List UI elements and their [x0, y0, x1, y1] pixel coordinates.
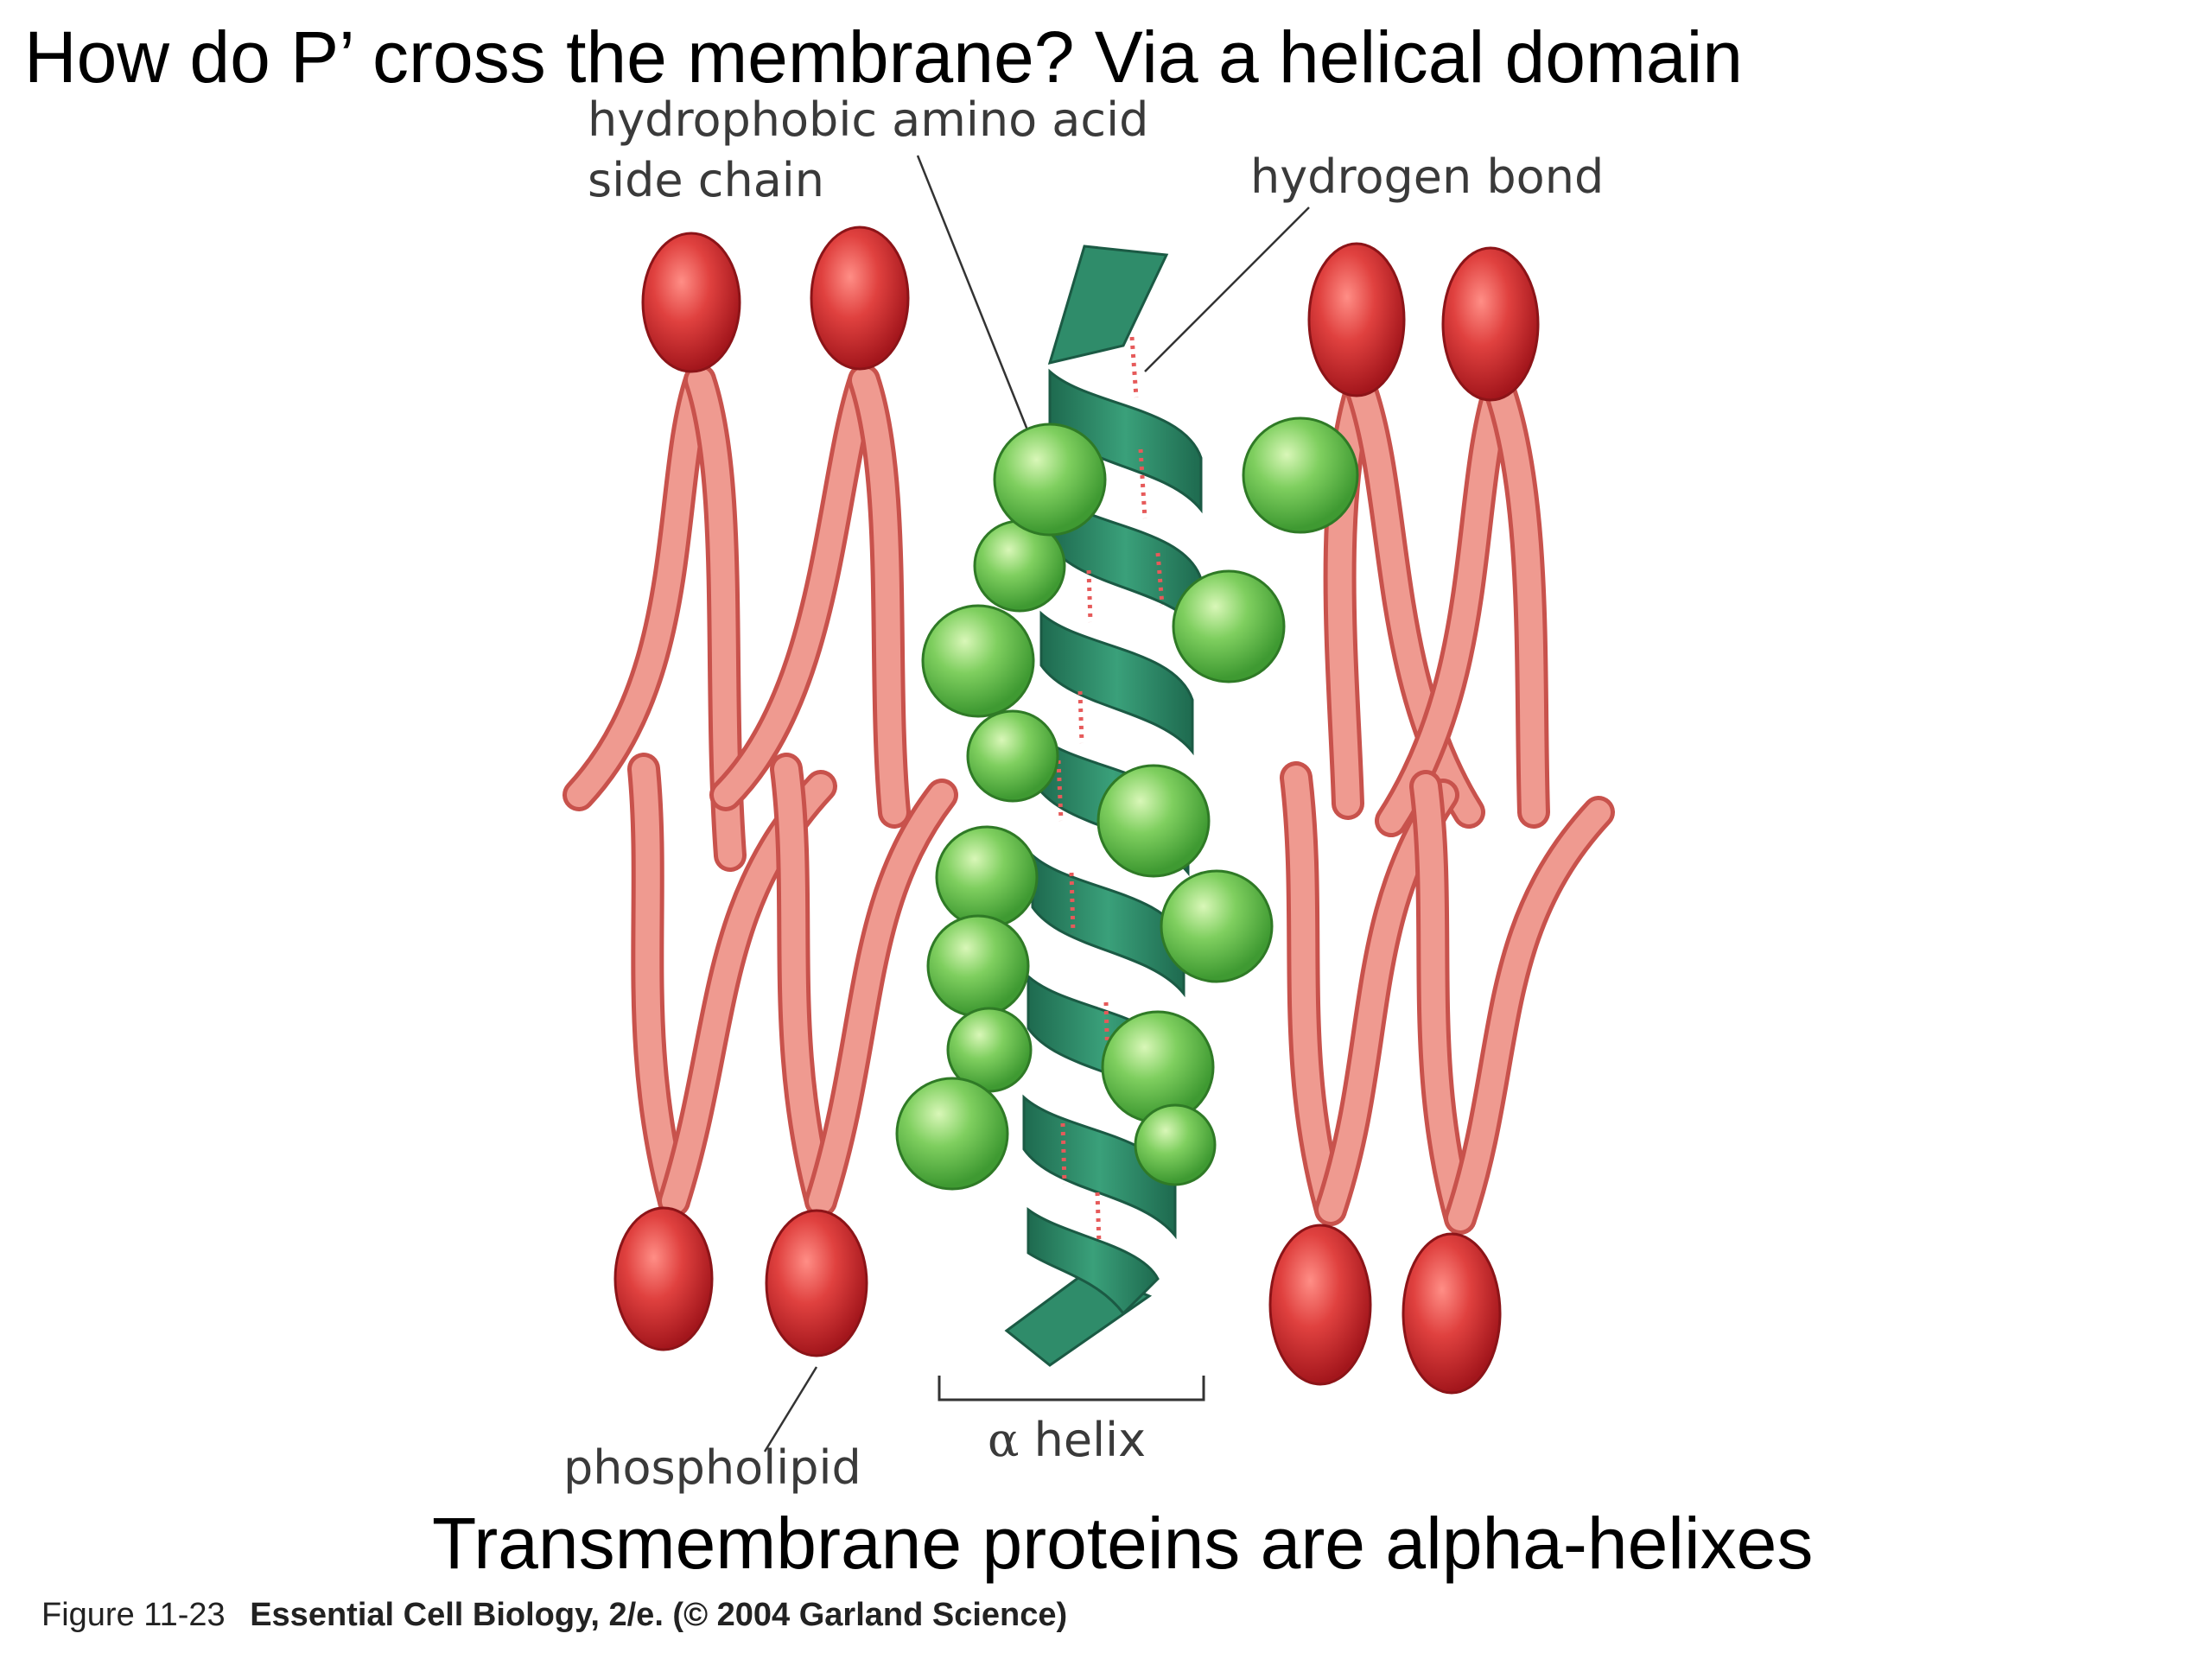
side-chain-sphere [1096, 764, 1211, 878]
side-chain-sphere [1160, 869, 1274, 983]
alpha-helix-bracket [938, 1376, 1205, 1402]
helix-top-end [1047, 245, 1169, 365]
figure-reference: Essential Cell Biology, 2/e. (© 2004 Gar… [250, 1597, 1068, 1633]
figure-number: Figure 11-23 [41, 1597, 226, 1633]
side-chain-sphere [935, 825, 1039, 929]
side-chain-sphere [1134, 1103, 1217, 1186]
label-hydrophobic-side-chain: hydrophobic amino acid side chain [588, 90, 1148, 211]
leader-hydrophobic [916, 155, 1030, 433]
slide-title: How do P’ cross the membrane? Via a heli… [24, 16, 1744, 98]
phospholipid-head [1441, 246, 1540, 402]
alpha-symbol: α [988, 1413, 1020, 1467]
alpha-word: helix [1033, 1413, 1147, 1467]
phospholipids-right [1268, 242, 1615, 1395]
label-phospholipid: phospholipid [563, 1440, 861, 1495]
phospholipids-left [563, 226, 958, 1357]
side-chain-sphere [1172, 569, 1286, 683]
phospholipid-head [1307, 242, 1406, 397]
leader-hydrogen-bond [1144, 207, 1310, 372]
figure-credit: Figure 11-23 Essential Cell Biology, 2/e… [41, 1597, 1067, 1634]
side-chain-sphere [926, 914, 1030, 1018]
side-chain-sphere [921, 604, 1035, 718]
phospholipid-head [1402, 1232, 1502, 1395]
side-chain-sphere [1242, 416, 1359, 534]
phospholipid-head [1268, 1224, 1372, 1386]
label-hydrogen-bond: hydrogen bond [1250, 149, 1605, 204]
slide-caption: Transmembrane proteins are alpha-helixes [432, 1503, 1814, 1584]
leader-lines [763, 155, 1310, 1452]
phospholipid-head [765, 1209, 868, 1357]
label-hydrophobic-line2: side chain [588, 153, 825, 208]
phospholipid-head [810, 226, 910, 371]
hydrophobic-side-chains [895, 416, 1359, 1191]
side-chain-sphere [1101, 1010, 1215, 1124]
side-chain-sphere [895, 1077, 1009, 1191]
phospholipid-head [613, 1206, 714, 1351]
label-alpha-helix: α helix [988, 1410, 1146, 1471]
leader-phospholipid [763, 1366, 818, 1452]
phospholipid-head [641, 232, 741, 373]
side-chain-sphere [966, 709, 1059, 803]
side-chain-sphere [993, 423, 1107, 537]
label-hydrophobic-line1: hydrophobic amino acid [588, 92, 1149, 147]
hydrogen-bonds [1056, 336, 1165, 1245]
